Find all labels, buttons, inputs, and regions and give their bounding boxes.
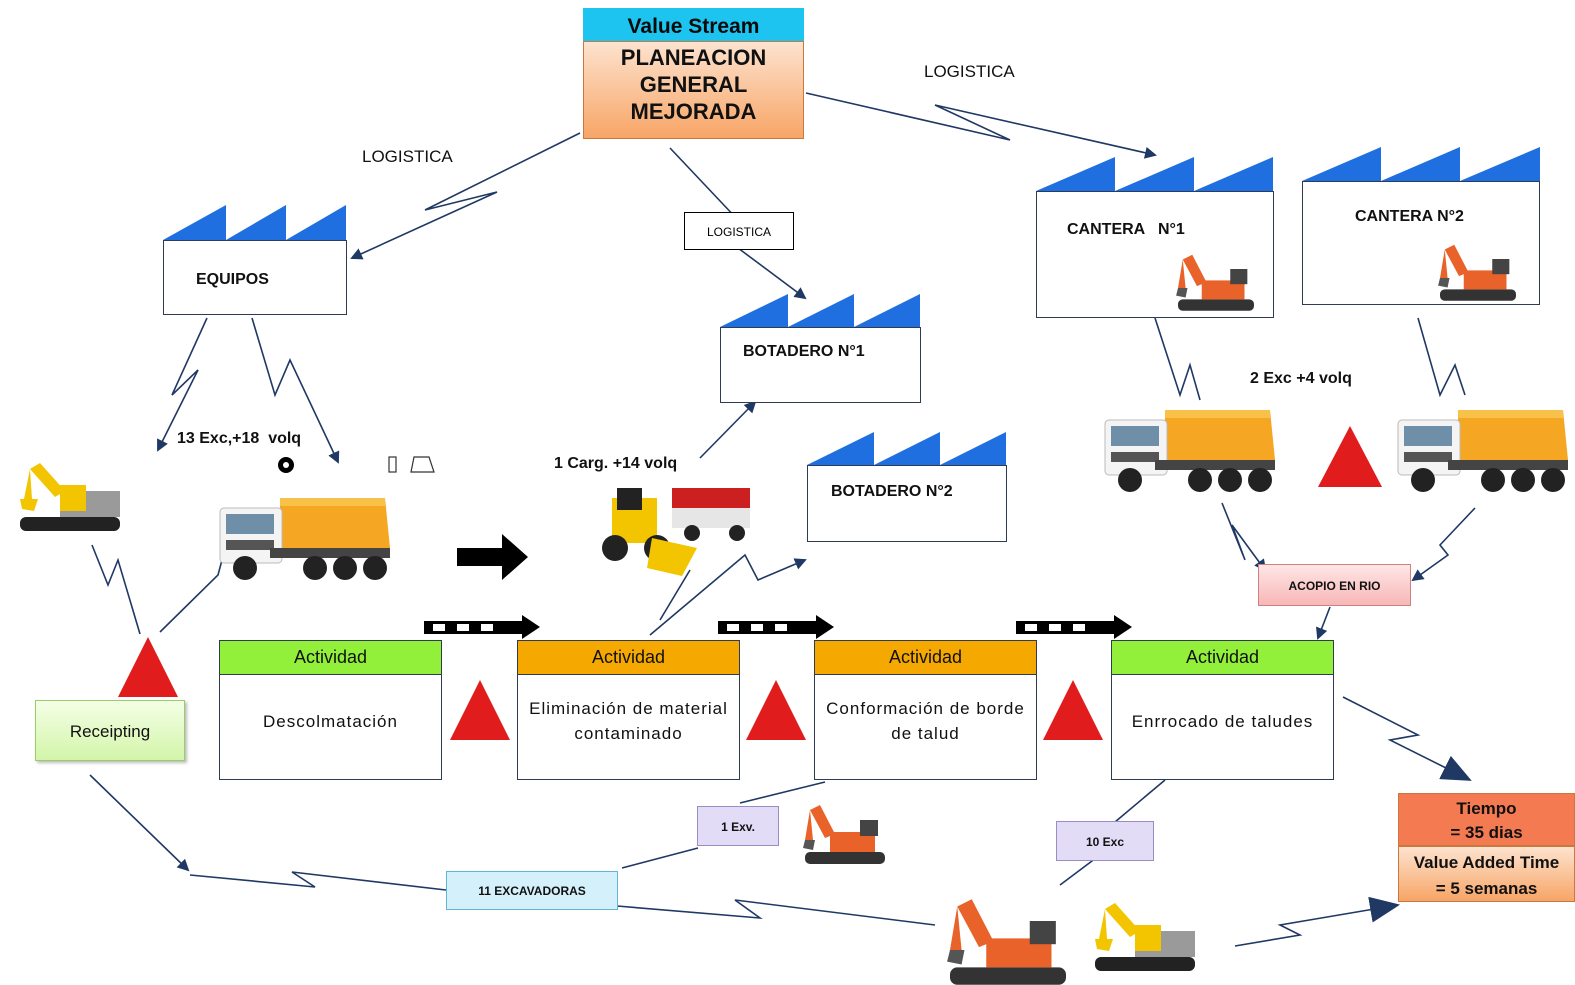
- push-arrows: [424, 615, 1132, 639]
- value-added-box: Value Added Time = 5 semanas: [1398, 846, 1575, 902]
- inventory-triangle-icon: [450, 680, 510, 740]
- tiempo-box: Tiempo = 35 dias: [1398, 793, 1575, 846]
- activity-text: Enrrocado de taludes: [1131, 711, 1314, 731]
- value-added-label: Value Added Time: [1413, 853, 1560, 872]
- activity-box-enrrocado: Actividad Enrrocado de taludes: [1111, 640, 1334, 780]
- equipos-fleet-label: 13 Exc,+18 volq: [177, 430, 302, 447]
- activity-text: Eliminación de material contaminado: [529, 699, 728, 743]
- activity-text: Conformación de borde de talud: [826, 699, 1025, 743]
- activity-box-descolmatacion: Actividad Descolmatación: [219, 640, 442, 780]
- inventory-triangle-icon: [1043, 680, 1103, 740]
- dump-truck-icon: [1397, 409, 1569, 493]
- value-added-value: = 5 semanas: [1435, 879, 1538, 898]
- planning-title: PLANEACION GENERAL MEJORADA: [583, 41, 804, 139]
- title-line: PLANEACION: [620, 45, 767, 70]
- facility-label: CANTERA N°2: [1355, 208, 1464, 225]
- facility-label: BOTADERO N°2: [831, 483, 953, 500]
- activity-text: Descolmatación: [263, 711, 398, 731]
- card-icon: [410, 456, 435, 473]
- facility-label: EQUIPOS: [196, 271, 269, 288]
- activity-header: Actividad: [1112, 641, 1333, 675]
- botadero1-roof-icon: [720, 294, 920, 327]
- logistics-label-right: LOGISTICA: [924, 62, 1015, 81]
- loader-fleet-label: 1 Carg. +14 volq: [554, 455, 678, 472]
- excavator-count-box: 10 Exc: [1056, 821, 1154, 861]
- inventory-triangle-icon: [1318, 426, 1382, 487]
- title-line: MEJORADA: [630, 99, 757, 124]
- botadero1-facility: BOTADERO N°1: [720, 327, 921, 403]
- equipos-roof-icon: [163, 205, 346, 240]
- cantera2-facility: CANTERA N°2: [1302, 181, 1540, 305]
- botadero2-facility: BOTADERO N°2: [807, 465, 1007, 542]
- inventory-triangles: [118, 426, 1382, 740]
- title-line: GENERAL: [639, 72, 748, 97]
- acopio-box: ACOPIO EN RIO: [1258, 564, 1411, 606]
- cantera-fleet-label: 2 Exc +4 volq: [1250, 370, 1352, 387]
- tiempo-label: Tiempo: [1456, 799, 1517, 818]
- receipting-box: Receipting: [35, 700, 185, 761]
- dump-truck-icon: [1104, 409, 1276, 493]
- dump-truck-icon: [219, 497, 391, 581]
- cantera1-facility: CANTERA N°1: [1036, 191, 1274, 318]
- equipos-facility: EQUIPOS: [163, 240, 347, 315]
- logistics-label-left: LOGISTICA: [362, 147, 453, 166]
- cantera2-roof-icon: [1302, 147, 1540, 181]
- activity-box-eliminacion: Actividad Eliminación de material contam…: [517, 640, 740, 780]
- excavator-icon: [803, 805, 885, 864]
- logistics-box: LOGISTICA: [684, 212, 794, 250]
- value-stream-label: Value Stream: [583, 8, 804, 41]
- activity-header: Actividad: [518, 641, 739, 675]
- botadero2-roof-icon: [807, 432, 1006, 465]
- inventory-triangle-icon: [746, 680, 806, 740]
- shipment-arrow-icon: [457, 534, 528, 580]
- excavator-count-box: 11 EXCAVADORAS: [446, 871, 618, 910]
- loader-icon: [602, 488, 750, 576]
- excavator-icon: [20, 463, 120, 531]
- activity-box-conformacion: Actividad Conformación de borde de talud: [814, 640, 1037, 780]
- inventory-triangle-icon: [118, 637, 178, 697]
- excavator-icon: [947, 899, 1066, 985]
- kanban-icon: [388, 456, 397, 473]
- activity-header: Actividad: [815, 641, 1036, 675]
- facility-label: CANTERA N°1: [1067, 221, 1185, 238]
- facility-label: BOTADERO N°1: [743, 343, 865, 360]
- cantera1-roof-icon: [1036, 157, 1273, 191]
- excavator-count-box: 1 Exv.: [697, 806, 779, 846]
- activity-header: Actividad: [220, 641, 441, 675]
- tiempo-value: = 35 dias: [1450, 823, 1523, 842]
- excavator-icon: [1095, 903, 1195, 971]
